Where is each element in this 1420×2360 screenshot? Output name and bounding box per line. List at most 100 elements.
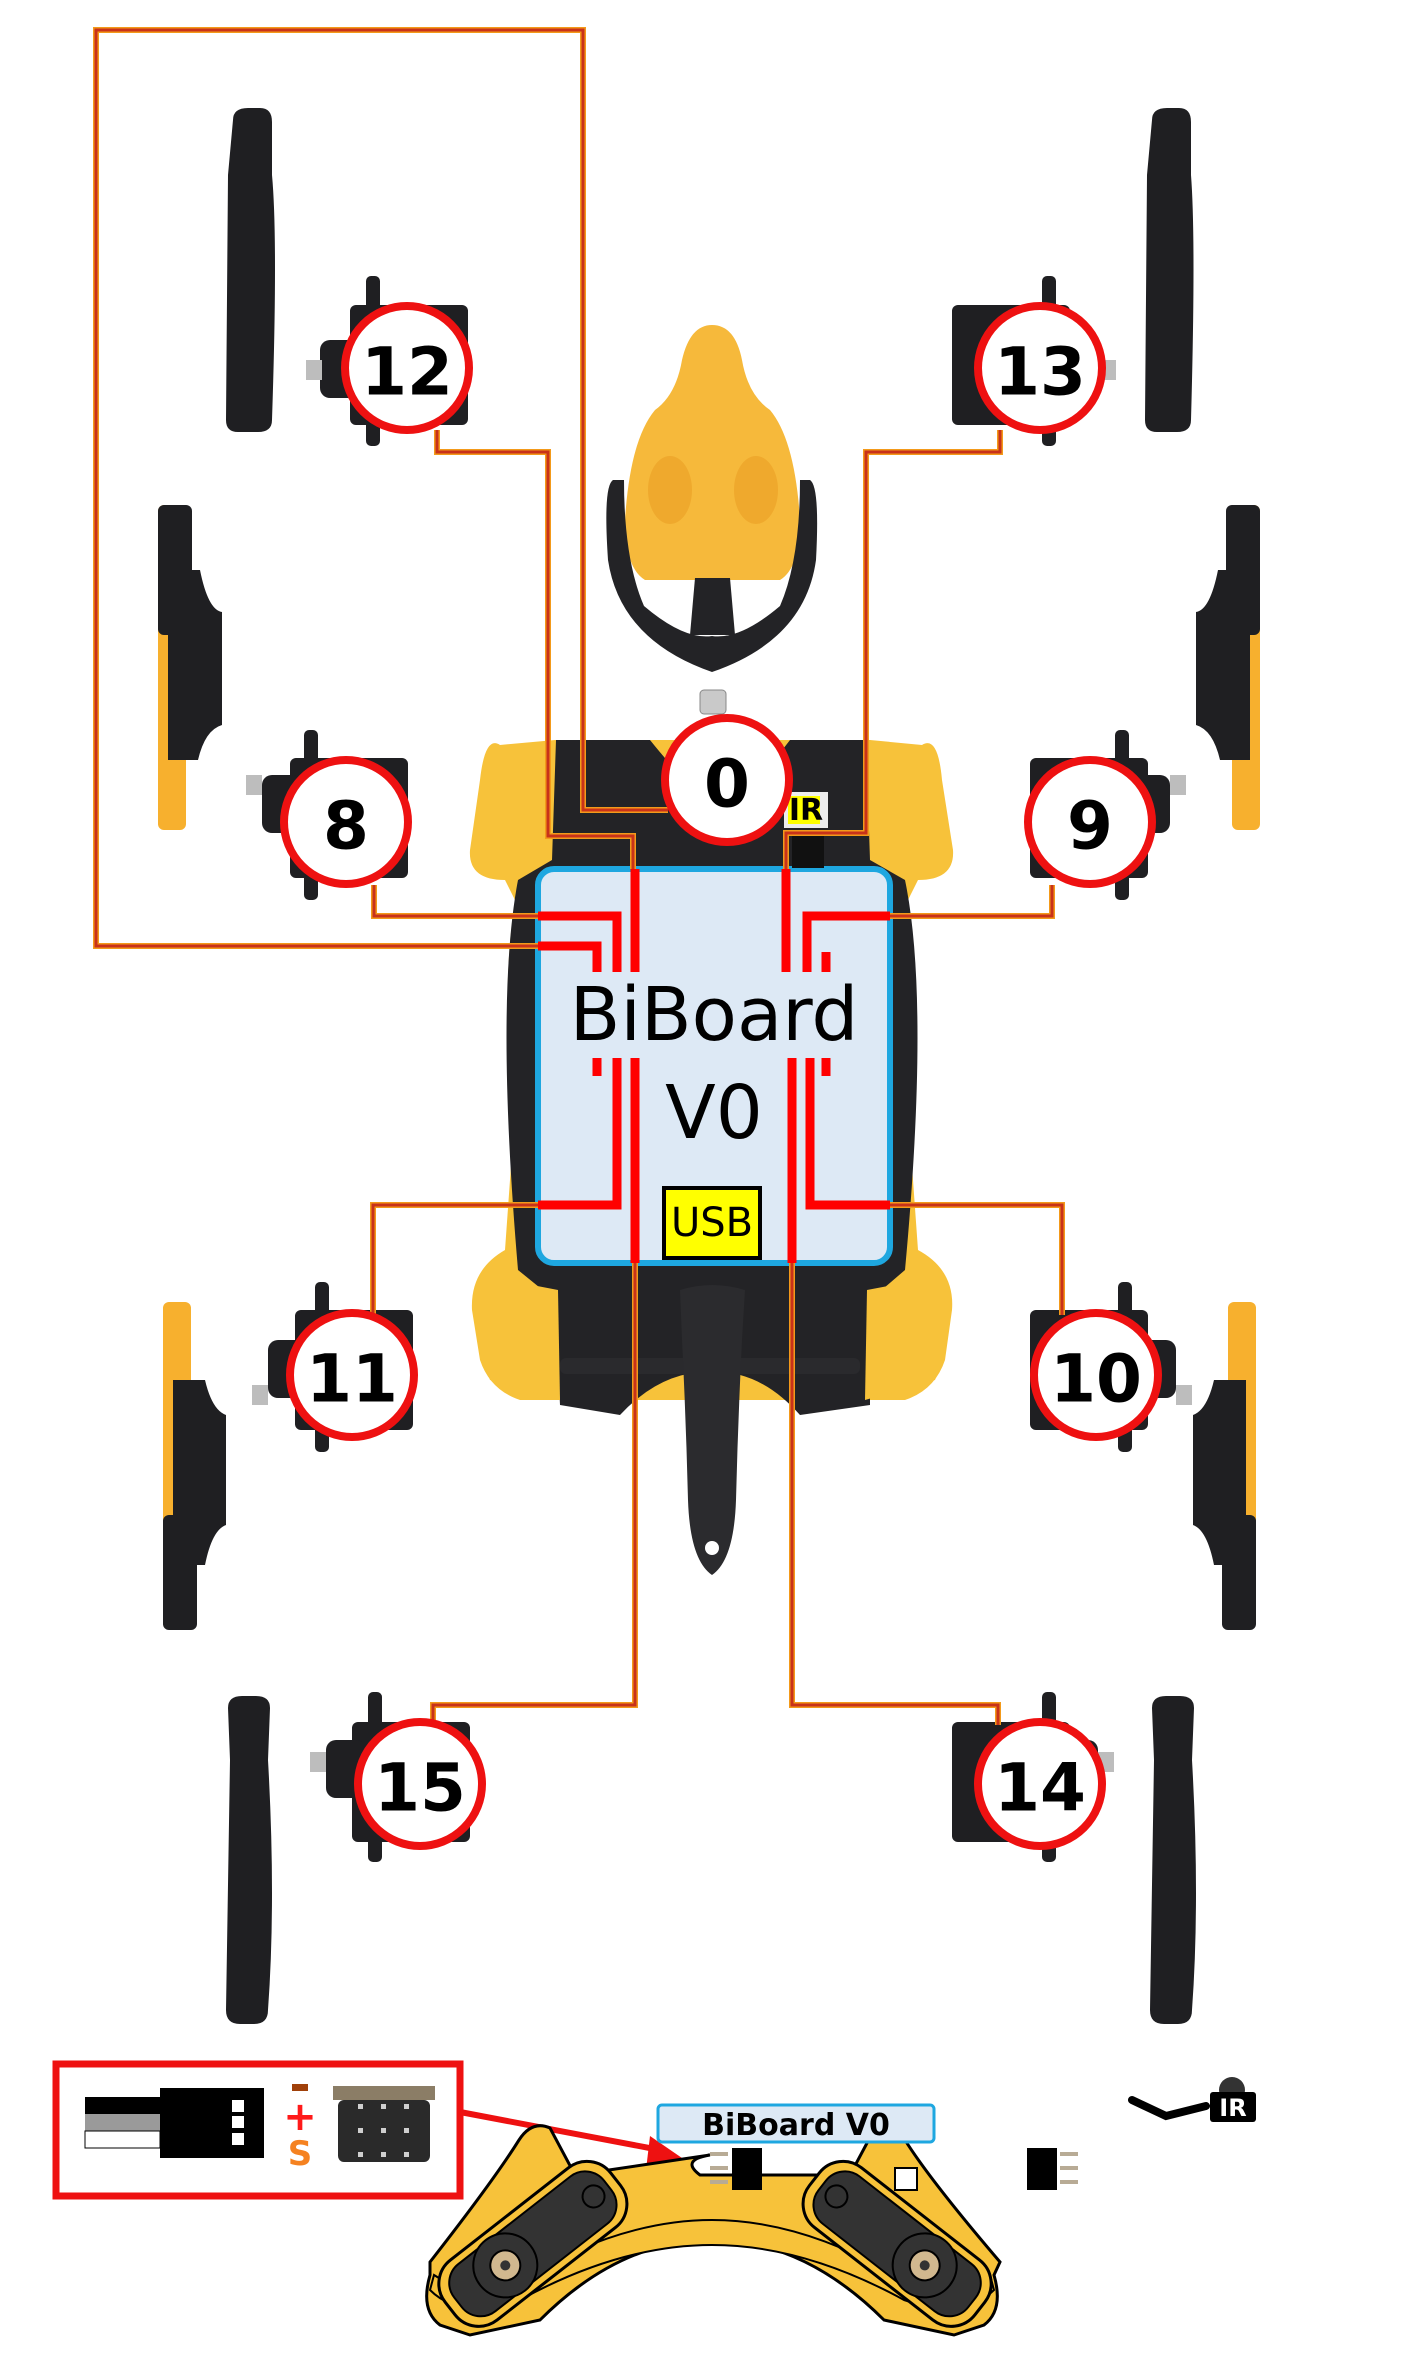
servo-8-number: 8 xyxy=(323,788,369,865)
wire-servo-12-core xyxy=(435,430,635,869)
pin-minus-mark xyxy=(292,2084,308,2091)
head-eye-right xyxy=(734,456,778,524)
usb-label: USB xyxy=(671,1200,753,1246)
servo-9-number: 9 xyxy=(1067,788,1113,865)
servo-9-label: 9 xyxy=(1024,756,1156,888)
board-rect xyxy=(535,866,893,1266)
shin-front-left xyxy=(226,108,275,432)
usb-label-box xyxy=(662,1186,762,1260)
head-shell xyxy=(625,325,800,580)
wire-servo-9 xyxy=(890,885,1055,919)
board-label-line1: BiBoard xyxy=(570,972,859,1058)
thigh-front-left xyxy=(158,505,222,830)
shin-rear-left xyxy=(226,1696,272,2024)
thigh-rear-left xyxy=(163,1302,226,1630)
cable-wire-white xyxy=(84,2130,161,2149)
side-header-pins xyxy=(710,2152,1078,2184)
ir-label: IR xyxy=(789,793,823,828)
body-lower-right-flap xyxy=(865,1275,949,1400)
ir-label-highlight xyxy=(788,796,820,824)
servo-12-label-ring xyxy=(341,302,473,434)
head-jaw-center xyxy=(690,578,735,635)
wire-servo-8-core xyxy=(372,885,538,918)
biboard: BiBoard V0 USB IR xyxy=(535,792,893,1266)
thigh-rear-right xyxy=(1193,1302,1256,1630)
wire-servo-9-core xyxy=(890,885,1054,918)
pin-plus-label: + xyxy=(283,2094,317,2140)
legend-arrow-head xyxy=(646,2136,682,2170)
wire-servo-15-core xyxy=(431,1263,637,1725)
servo-labels: 12 13 0 8 9 11 10 15 14 xyxy=(280,302,1162,1850)
servo-0-label-ring xyxy=(661,714,793,846)
servo-12-number: 12 xyxy=(361,334,453,411)
pin-trace-bl-2 xyxy=(538,1058,622,1210)
servo-0-label: 0 xyxy=(661,714,793,846)
servo-13-number: 13 xyxy=(994,334,1086,411)
servo-13-label-ring xyxy=(974,302,1106,434)
wire-servo-11-core xyxy=(371,1203,538,1315)
side-board-label: BiBoard V0 xyxy=(702,2108,890,2143)
servo-14-number: 14 xyxy=(994,1750,1086,1827)
connector-legend: + S xyxy=(52,2060,682,2200)
wire-servo-14-core xyxy=(790,1263,1000,1725)
side-ir-box xyxy=(1210,2092,1256,2122)
wire-servo-10-core xyxy=(890,1203,1064,1315)
servo-10-number: 10 xyxy=(1050,1341,1142,1418)
limb-parts xyxy=(158,108,1260,2024)
board-pin-traces xyxy=(538,869,890,1263)
legend-arrow-line xyxy=(459,2109,661,2153)
tail xyxy=(680,1285,745,1575)
servo-12-label: 12 xyxy=(341,302,473,434)
side-ir-label: IR xyxy=(1219,2094,1246,2122)
wire-servo-13-core xyxy=(784,430,1002,869)
shin-rear-right xyxy=(1150,1696,1196,2024)
plug-pin-2 xyxy=(232,2116,244,2128)
side-center-notch xyxy=(894,2167,918,2191)
pin-signal-label: S xyxy=(288,2134,313,2174)
servo-14-label-ring xyxy=(974,1718,1106,1850)
pin-trace-br-2 xyxy=(805,1058,890,1210)
servo-15-number: 15 xyxy=(374,1750,466,1827)
neck-screw xyxy=(699,689,727,715)
servo-0-number: 0 xyxy=(704,746,750,823)
plug-pin-1 xyxy=(232,2100,244,2112)
side-header-left xyxy=(732,2148,762,2190)
side-servo-right xyxy=(801,2159,993,2328)
ir-header xyxy=(792,832,824,868)
servo-10-label-ring xyxy=(1030,1309,1162,1441)
wire-frame-left-core xyxy=(94,28,668,948)
header-pin-dots xyxy=(358,2104,409,2157)
wires xyxy=(93,27,1065,1725)
servo-14-label: 14 xyxy=(974,1718,1106,1850)
side-view: BiBoard V0 IR xyxy=(425,2077,1256,2337)
servo-15-label: 15 xyxy=(354,1718,486,1850)
pin-trace-tr-2 xyxy=(802,911,890,972)
servo-11-label: 11 xyxy=(286,1309,418,1441)
body-lower-left-flap xyxy=(476,1275,560,1400)
cable-plug xyxy=(160,2088,264,2158)
servo-11-number: 11 xyxy=(306,1341,398,1418)
servo-13-label: 13 xyxy=(974,302,1106,434)
header-base xyxy=(333,2086,435,2100)
plug-pin-3 xyxy=(232,2133,244,2145)
servo-9-label-ring xyxy=(1024,756,1156,888)
tail-hole xyxy=(705,1541,719,1555)
pin-trace-tl-1 xyxy=(538,941,602,972)
side-servo-left xyxy=(437,2159,629,2328)
side-ir-cable xyxy=(1128,2096,1210,2121)
side-board xyxy=(656,2103,936,2144)
pin-trace-tl-2 xyxy=(538,911,622,972)
shin-front-right xyxy=(1145,108,1194,432)
servo-8-label-ring xyxy=(280,756,412,888)
servo-15-label-ring xyxy=(354,1718,486,1850)
side-header-right xyxy=(1027,2148,1057,2190)
cable-wire-black xyxy=(85,2097,160,2114)
board-label-line2: V0 xyxy=(665,1070,763,1156)
head-eye-left xyxy=(648,456,692,524)
head xyxy=(606,325,818,672)
thigh-front-right xyxy=(1196,505,1260,830)
cable-wire-gray xyxy=(85,2114,160,2131)
servo-10-label: 10 xyxy=(1030,1309,1162,1441)
